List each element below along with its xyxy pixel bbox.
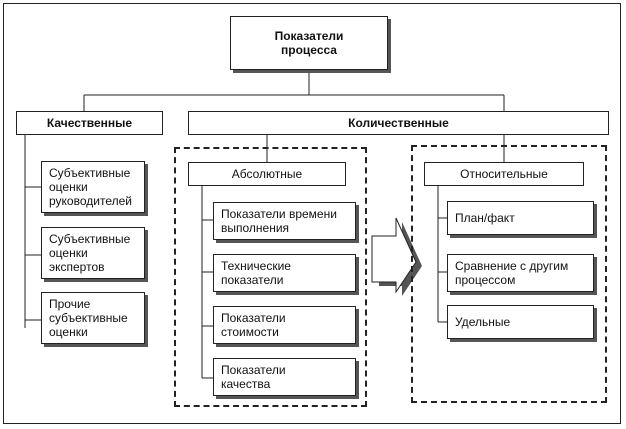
item-line: стоимости [221, 325, 279, 339]
item-line: Показатели времени [221, 207, 337, 221]
qualitative-item-other: Прочие субъективные оценки [41, 292, 145, 344]
item-line: Технические [221, 259, 291, 273]
item-line: План/факт [455, 211, 515, 225]
item-line: выполнения [221, 221, 290, 235]
root-label-line2: процесса [281, 43, 337, 57]
relative-title-box: Относительные [424, 162, 584, 186]
item-line: Прочие [49, 297, 91, 311]
absolute-title-box: Абсолютные [188, 162, 346, 186]
absolute-group [174, 147, 367, 407]
relative-item-comparison: Сравнение с другим процессом [447, 254, 594, 292]
item-line: качества [221, 377, 271, 391]
qualitative-item-experts: Субъективные оценки экспертов [41, 227, 145, 279]
absolute-item-technical: Технические показатели [213, 254, 356, 292]
relative-title: Относительные [460, 167, 548, 181]
root-box: Показатели процесса [230, 16, 388, 70]
item-line: Удельные [455, 315, 511, 329]
item-line: Субъективные [49, 232, 131, 246]
item-line: процессом [455, 273, 516, 287]
item-line: показатели [221, 273, 284, 287]
item-line: оценки [49, 180, 88, 194]
item-line: Показатели [221, 363, 286, 377]
qualitative-label: Качественные [46, 116, 133, 130]
item-line: Показатели [221, 311, 286, 325]
relative-item-specific: Удельные [447, 305, 594, 339]
absolute-item-cost: Показатели стоимости [213, 306, 356, 344]
item-line: субъективные [49, 311, 128, 325]
item-line: руководителей [49, 194, 132, 208]
quantitative-label: Количественные [348, 116, 449, 130]
diagram-frame [3, 3, 621, 424]
item-line: Субъективные [49, 166, 131, 180]
absolute-title: Абсолютные [231, 167, 303, 181]
qualitative-item-managers: Субъективные оценки руководителей [41, 161, 145, 213]
absolute-item-time: Показатели времени выполнения [213, 202, 356, 240]
relative-item-plan-fact: План/факт [447, 201, 594, 235]
item-line: Сравнение с другим [455, 259, 569, 273]
root-label-line1: Показатели [274, 29, 344, 43]
relative-group [411, 145, 607, 403]
qualitative-box: Качественные [16, 111, 163, 135]
item-line: оценки [49, 246, 88, 260]
quantitative-box: Количественные [188, 111, 609, 135]
item-line: экспертов [49, 260, 105, 274]
item-line: оценки [49, 325, 88, 339]
absolute-item-quality: Показатели качества [213, 358, 356, 396]
